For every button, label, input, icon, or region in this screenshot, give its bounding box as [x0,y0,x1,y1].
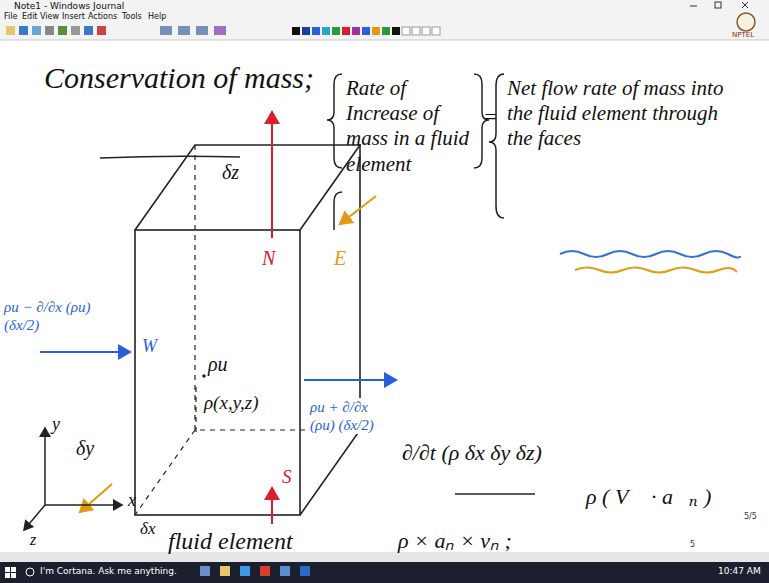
page-strip [0,552,769,562]
face-label: W [142,336,157,358]
menu-item: Edit [22,12,38,22]
taskbar-icons [200,566,310,576]
window-chrome [0,0,769,40]
flux-expression: ρ × aₙ × vₙ ; [398,528,512,554]
face-label: S [282,466,292,489]
page-number: 5 [690,540,695,550]
rate-expression: ∂/∂t (ρ δx δy δz) [402,440,542,466]
caption-text: fluid element [168,527,293,556]
wavy-underline [575,268,737,273]
menu-item: Tools [122,12,142,22]
wavy-underline [560,251,740,258]
menu-item: View [40,12,59,22]
dimension: δz [222,160,239,184]
menu-item: Actions [88,12,117,22]
axis-label: x [128,490,136,512]
flux-expression: ρu + ∂/∂x (ρu) (δx/2) [308,398,398,434]
symbol: ρu [208,352,228,376]
note-text: Rate of Increase of mass in a fluid elem… [346,76,472,177]
flux-expression: ρu − ∂/∂x (ρu) (δx/2) [4,298,112,334]
search-box: I'm Cortana. Ask me anything. [40,566,177,577]
page-title: Conservation of mass; [44,60,314,96]
equals-sign: = [483,104,498,130]
flux-arrow [80,484,112,512]
flux-arrow [271,112,273,238]
nptel-logo [737,13,755,31]
logo-text: NPTEL [732,31,754,39]
flux-arrow [271,488,273,524]
hidden-edge [135,145,360,515]
point [202,374,206,378]
rule [455,493,535,495]
menu-item: File [4,12,17,22]
face-label: N [262,246,275,270]
flux-arrow [340,196,376,224]
note-text: Net flow rate of mass into the fluid ele… [507,76,732,152]
menu-item: Help [148,12,166,22]
brace [327,74,504,230]
clock: 10:47 AM [718,566,761,577]
axis-label: y [52,414,60,436]
menu-item: Insert [62,12,85,22]
dimension: δx [140,519,155,539]
underline [100,156,240,158]
fluid-element-cube [135,145,360,515]
windows-logo [5,567,16,578]
flux-arrow [304,379,396,381]
taskbar [0,562,769,583]
cortana-icon [26,568,34,576]
symbol: ρ(x,y,z) [202,392,261,415]
window-title: Note1 - Windows Journal [14,1,124,12]
toolbar-icons [6,26,440,35]
axes [24,428,122,530]
window-buttons [690,2,748,8]
flux-expression: ρ ( V⃗ · a⃗ₙ ) [586,484,711,510]
axis-label: z [30,530,36,549]
dimension: δy [76,436,94,460]
face-label: E [334,246,346,270]
page-count: 5/5 [744,512,757,522]
flux-arrow [40,351,130,353]
